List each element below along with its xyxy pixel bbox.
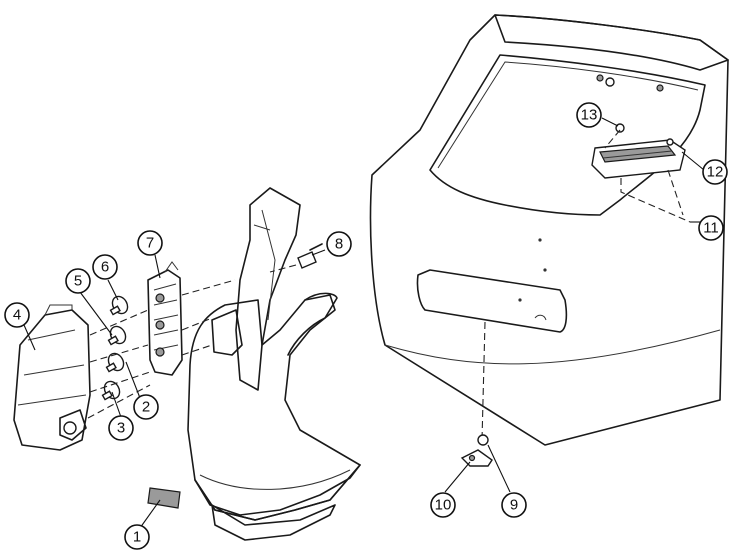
liftgate-assembly (369, 14, 729, 446)
callout-label: 7 (146, 235, 154, 252)
rear-reflector (147, 487, 181, 509)
callout-label: 13 (581, 107, 598, 124)
callout-label: 11 (703, 220, 719, 237)
high-mount-stop-lamp (591, 123, 686, 179)
callout-6: 6 (92, 254, 118, 280)
mount-hole (656, 84, 664, 92)
callout-8: 8 (326, 231, 352, 257)
callout-label: 9 (510, 497, 518, 514)
bulbs (101, 295, 129, 401)
latch-bracket (460, 434, 493, 467)
leader-lines (23, 117, 705, 529)
callout-9: 9 (501, 492, 527, 518)
callout-1: 1 (124, 524, 150, 550)
callout-12: 12 (702, 159, 728, 185)
tail-lamp-housing (13, 304, 91, 451)
grommet (477, 434, 489, 446)
bulb (109, 295, 129, 316)
mount-hole (605, 77, 615, 87)
bulb (105, 352, 125, 373)
callout-3: 3 (108, 415, 134, 441)
callout-7: 7 (137, 230, 163, 256)
callout-10: 10 (430, 492, 456, 518)
callout-label: 2 (142, 399, 150, 416)
callout-11: 11 (698, 215, 724, 241)
callout-13: 13 (576, 102, 602, 128)
callout-label: 8 (335, 236, 343, 253)
callout-4: 4 (4, 302, 30, 328)
callout-label: 4 (13, 307, 21, 324)
callout-5: 5 (65, 268, 91, 294)
callout-label: 10 (435, 497, 452, 514)
callout-label: 6 (101, 259, 109, 276)
callout-label: 5 (74, 273, 82, 290)
bulb-socket-carrier (147, 261, 183, 376)
bulb (101, 380, 121, 401)
mounting-bolt (297, 243, 323, 269)
callout-label: 1 (133, 529, 141, 546)
rear-quarter-panel (147, 187, 361, 541)
mount-hole (596, 74, 604, 82)
bulb (107, 325, 127, 346)
callout-label: 12 (707, 164, 724, 181)
callout-2: 2 (133, 394, 159, 420)
callout-label: 3 (117, 420, 125, 437)
